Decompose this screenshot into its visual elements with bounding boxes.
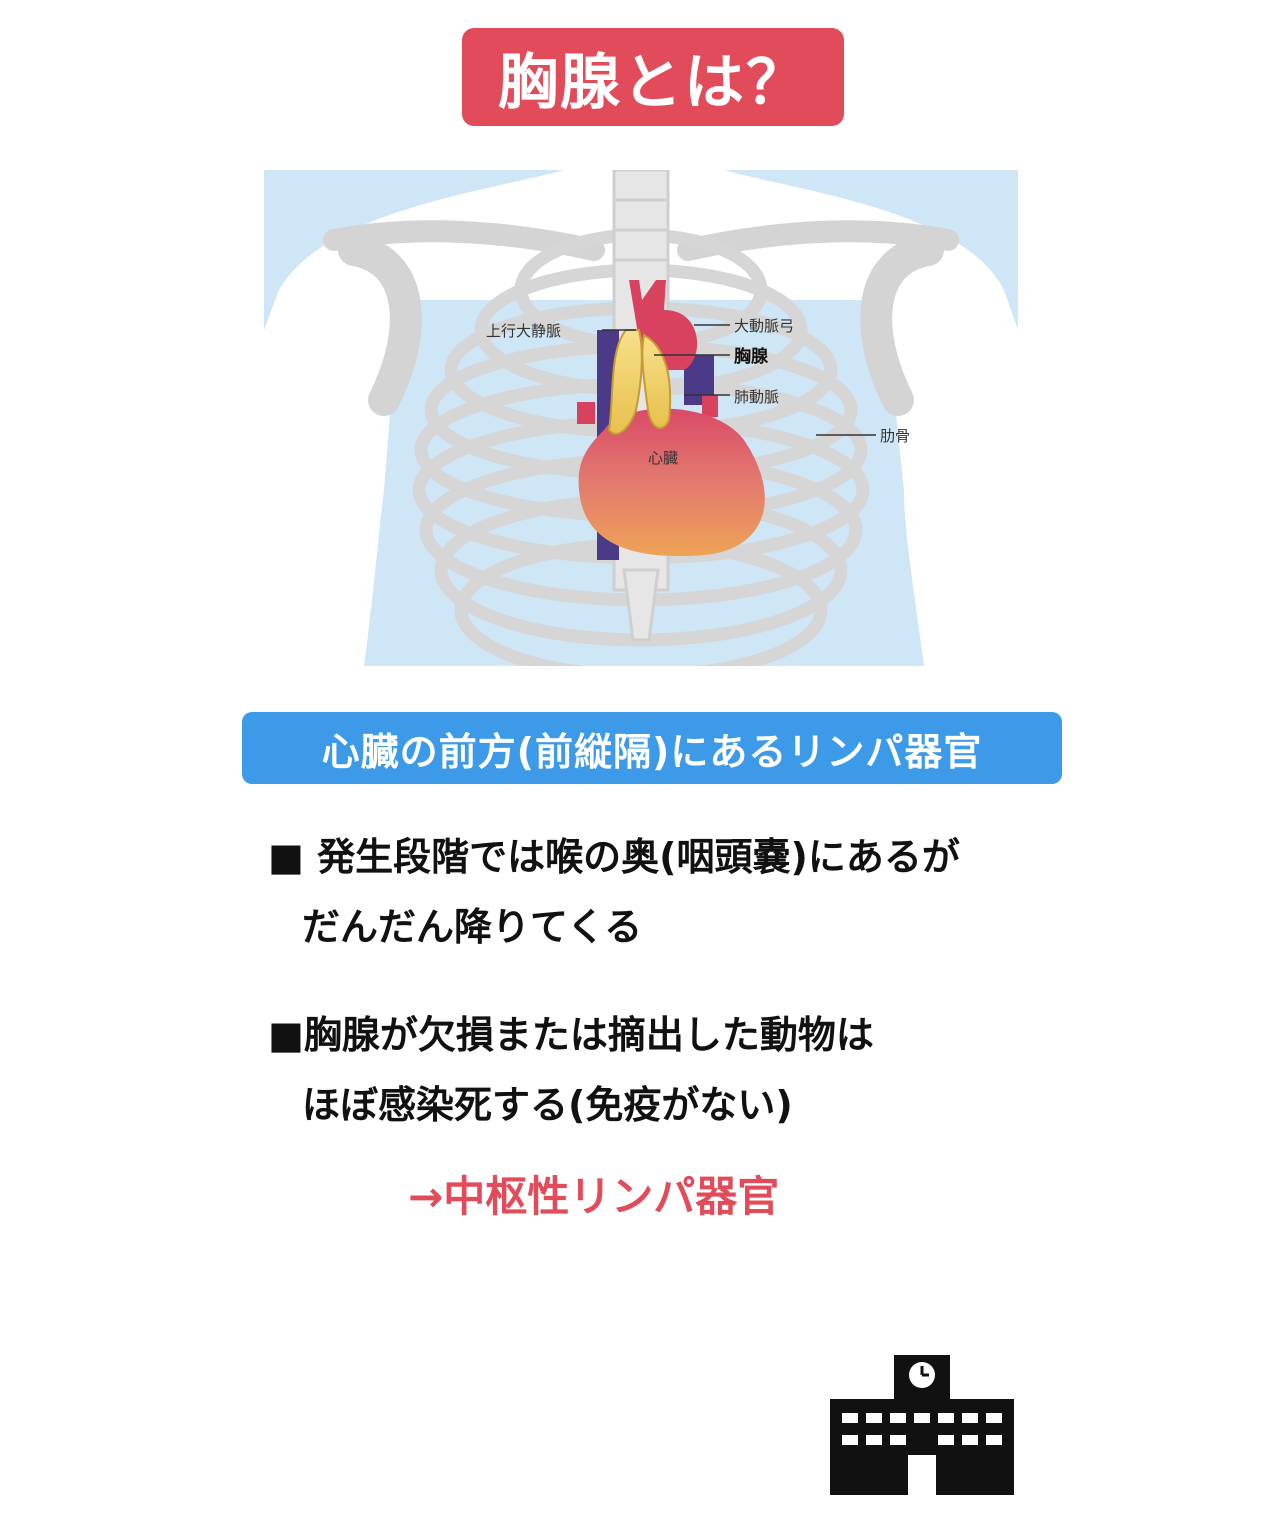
subtitle-banner: 心臓の前方(前縦隔)にあるリンパ器官 bbox=[242, 712, 1062, 784]
label-pulmonary-artery: 肺動脈 bbox=[734, 388, 779, 406]
page-title: 胸腺とは？ bbox=[462, 28, 844, 126]
bullet-text: だんだん降りてくる bbox=[302, 905, 643, 949]
school-building-icon bbox=[830, 1355, 1014, 1495]
conclusion-text: →中枢性リンパ器官 bbox=[408, 1172, 780, 1221]
thymus-anatomy-illustration: 上行大静脈 大動脈弓 胸腺 肺動脈 肋骨 心臓 bbox=[264, 170, 1018, 666]
label-superior-vena-cava: 上行大静脈 bbox=[486, 322, 561, 340]
label-heart: 心臓 bbox=[648, 449, 678, 467]
bullet-thymectomy: ■胸腺が欠損または摘出した動物は ほぼ感染死する(免疫がない) bbox=[268, 1000, 1058, 1140]
bullet-text: ■ 発生段階では喉の奥(咽頭嚢)にあるが bbox=[268, 835, 960, 879]
bullet-development: ■ 発生段階では喉の奥(咽頭嚢)にあるが だんだん降りてくる bbox=[268, 822, 1058, 962]
bullet-text: ほぼ感染死する(免疫がない) bbox=[302, 1083, 793, 1127]
label-ribs: 肋骨 bbox=[880, 427, 910, 445]
label-thymus: 胸腺 bbox=[734, 346, 769, 367]
chest-diagram: 上行大静脈 大動脈弓 胸腺 肺動脈 肋骨 心臓 bbox=[264, 170, 1018, 666]
label-aortic-arch: 大動脈弓 bbox=[734, 317, 794, 335]
bullet-text: ■胸腺が欠損または摘出した動物は bbox=[268, 1013, 874, 1057]
